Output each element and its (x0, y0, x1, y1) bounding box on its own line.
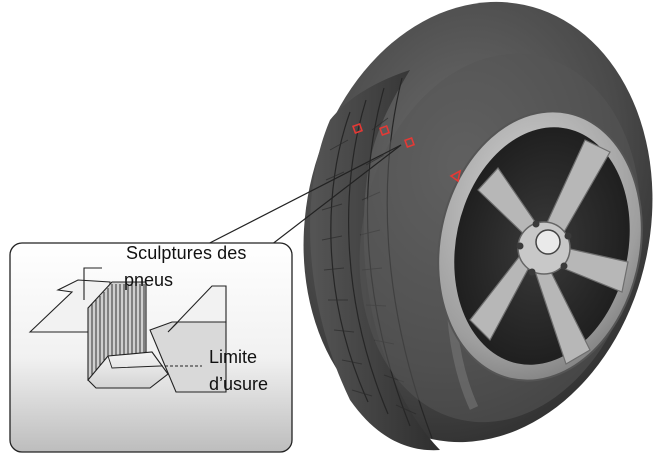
alloy-wheel (437, 110, 643, 382)
triangle-marker (449, 169, 462, 183)
tread-block-right (149, 321, 227, 393)
wear-limit-label-line2: d’usure (209, 374, 269, 394)
square-marker (378, 124, 391, 137)
wear-limit-label-line1: Limite (209, 347, 258, 367)
tread-label-line2: pneus (124, 270, 174, 290)
tread-pointer-line (83, 267, 102, 300)
tread-label-line1: Sculptures des (126, 243, 247, 263)
tire-tread-band (310, 70, 440, 451)
wheel-center-cap (535, 229, 561, 255)
square-marker (403, 136, 416, 149)
square-marker (351, 122, 364, 135)
wheel-spokes (469, 139, 629, 365)
groove-wall-hatching (91, 284, 145, 376)
tread-block-right-top (167, 285, 227, 333)
tread-detail-callout (9, 242, 293, 453)
wheel-lug-nuts (516, 220, 572, 276)
tread-position-markers (351, 122, 462, 183)
